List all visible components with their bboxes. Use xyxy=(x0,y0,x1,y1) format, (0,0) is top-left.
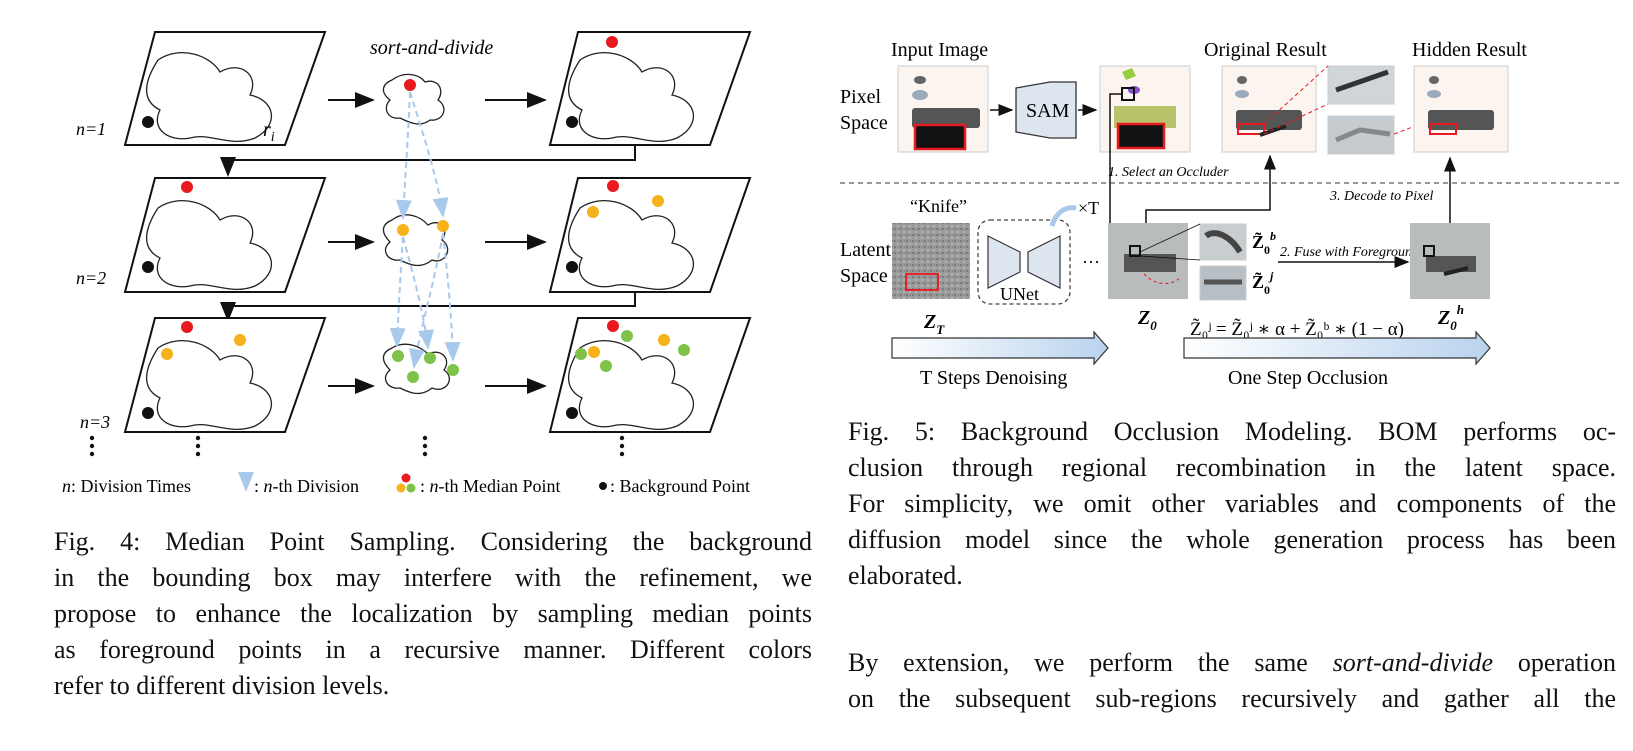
z-j-label: Z̃0j xyxy=(1252,269,1274,297)
hidden-result-image xyxy=(1413,65,1509,153)
median-point-level3 xyxy=(600,360,612,372)
row-label-n3: n=3 xyxy=(80,412,110,432)
median-point-level1 xyxy=(181,321,193,333)
sam-block xyxy=(1015,81,1077,139)
ellipsis: ··· xyxy=(1082,252,1100,272)
median-point-level2 xyxy=(161,348,173,360)
legend-nth-division: : n-th Division xyxy=(254,476,359,496)
median-point-level3 xyxy=(392,350,404,362)
unet-label: UNet xyxy=(1000,284,1039,304)
background-point xyxy=(566,407,578,419)
step2-label: 2. Fuse with Foreground xyxy=(1280,245,1420,260)
background-point xyxy=(142,407,154,419)
region-label: ri xyxy=(263,119,275,145)
sam-label: SAM xyxy=(1026,100,1070,122)
median-point-level1 xyxy=(404,79,416,91)
nth-division-arrows xyxy=(389,91,461,369)
occluder-crop xyxy=(1199,223,1247,261)
body-paragraph: By extension, we perform the same sort-a… xyxy=(848,648,1617,713)
step3-label: 3. Decode to Pixel xyxy=(1329,189,1434,204)
sub-region xyxy=(382,73,445,125)
input-image xyxy=(897,65,989,153)
legend: n: Division Times : n-th Division : n-th… xyxy=(62,472,750,496)
legend-division-times: n: Division Times xyxy=(62,476,191,496)
z-h-label: Z0h xyxy=(1437,302,1464,333)
background-point-icon xyxy=(599,482,607,490)
original-result-label: Original Result xyxy=(1204,39,1327,61)
row-2: n=2 xyxy=(76,177,752,293)
segmented-image xyxy=(1099,65,1191,153)
figure-5-caption: Fig. 5: Background Occlusion Modeling. B… xyxy=(848,417,1617,590)
row-label-n2: n=2 xyxy=(76,268,106,288)
legend-median-point: : n-th Median Point xyxy=(420,476,561,496)
z0-latent xyxy=(1108,223,1188,299)
sort-and-divide-heading: sort-and-divide xyxy=(370,37,493,59)
background-point xyxy=(142,116,154,128)
t-steps-label: T Steps Denoising xyxy=(920,367,1067,389)
median-point-level3 xyxy=(575,348,587,360)
row-3: n=3 xyxy=(80,317,752,433)
result-panel xyxy=(548,31,752,146)
one-step-label: One Step Occlusion xyxy=(1228,367,1388,389)
region-contour xyxy=(146,52,273,142)
background-point xyxy=(566,116,578,128)
median-point-icon xyxy=(401,473,411,483)
median-point-level1 xyxy=(607,320,619,332)
times-t-label: ×T xyxy=(1078,198,1099,218)
median-point-level2 xyxy=(652,195,664,207)
median-point-level1 xyxy=(181,181,193,193)
median-point-level3 xyxy=(621,330,633,342)
hidden-result-label: Hidden Result xyxy=(1412,39,1527,61)
legend-background-point: : Background Point xyxy=(610,476,750,496)
region-panel xyxy=(123,31,327,146)
median-point-level2 xyxy=(587,206,599,218)
unet-block xyxy=(977,219,1071,305)
median-point-level2 xyxy=(658,334,670,346)
row-label-n1: n=1 xyxy=(76,119,106,139)
median-point-sampling-diagram: sort-and-divide ri n=1 n=2 xyxy=(62,31,752,496)
median-point-level2 xyxy=(397,224,409,236)
zh-latent xyxy=(1410,223,1490,299)
background-point xyxy=(566,261,578,273)
fusion-formula: Z̃₀ʲ = Z̃₀ʲ ∗ α + Z̃₀ᵇ ∗ (1 − α) xyxy=(1190,317,1404,340)
noise-latent xyxy=(892,223,970,299)
one-step-arrow xyxy=(1183,330,1491,366)
input-image-label: Input Image xyxy=(891,39,988,61)
median-point-level3 xyxy=(678,344,690,356)
z-b-label: Z̃0b xyxy=(1252,229,1276,257)
median-point-level2 xyxy=(234,334,246,346)
median-point-level3 xyxy=(447,364,459,376)
background-point xyxy=(142,261,154,273)
z-t-label: ZT xyxy=(923,311,945,337)
row-1: ri n=1 xyxy=(76,31,752,146)
median-point-level1 xyxy=(607,180,619,192)
figure-4: sort-and-divide ri n=1 n=2 xyxy=(40,20,810,530)
median-point-level2 xyxy=(588,346,600,358)
median-point-level3 xyxy=(424,352,436,364)
median-point-level3 xyxy=(407,371,419,383)
prompt-knife: “Knife” xyxy=(910,196,967,216)
original-result-image xyxy=(1221,65,1317,153)
z-0-label: Z0 xyxy=(1137,307,1157,333)
step1-label: 1. Select an Occluder xyxy=(1108,165,1229,180)
t-steps-arrow xyxy=(891,330,1109,366)
median-point-level1 xyxy=(606,36,618,48)
median-point-level2 xyxy=(437,220,449,232)
figure-4-caption: Fig. 4: Median Point Sampling. Consideri… xyxy=(54,527,813,700)
